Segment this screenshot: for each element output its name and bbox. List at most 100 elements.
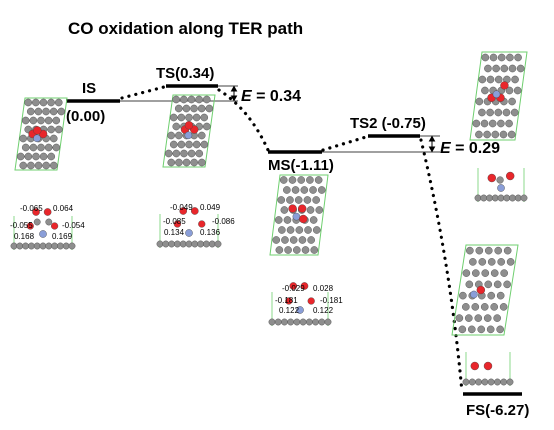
ms-top-view-carbon-atom <box>283 216 292 224</box>
ts2-top-view-carbon-atom <box>480 119 489 128</box>
ms-top-view-carbon-atom <box>309 216 318 224</box>
ts2-side-view-carbon-atom <box>520 194 528 202</box>
ms-top-view-carbon-atom <box>297 176 305 184</box>
is-side-view-carbon-atom <box>57 242 64 250</box>
fs-side-view-oxygen-atom <box>470 361 479 371</box>
fs-side-view-carbon-atom <box>475 378 482 386</box>
is-side-view-carbon-atom <box>62 242 70 250</box>
fs-top-view-carbon-atom <box>490 269 499 277</box>
ts2-side-view-carbon-atom <box>496 176 504 184</box>
fs-side-view-oxygen-atom <box>483 361 493 371</box>
ts-top-view-carbon-atom <box>203 122 211 131</box>
ts-top-view-carbon-atom <box>174 104 183 113</box>
ts-side-view-carbon-atom <box>173 240 181 248</box>
ms-top-view-carbon-atom <box>306 206 315 214</box>
fs-top-view-carbon-atom <box>462 269 471 277</box>
ms-top-view-carbon-atom <box>291 186 300 194</box>
ts2-top-view-carbon-atom <box>492 64 500 73</box>
is-side-view-carbon-atom <box>33 242 41 250</box>
ts-top-view-carbon-atom <box>195 149 204 158</box>
ts2-side-view-carbon-atom <box>503 194 511 202</box>
fs-top-view-carbon-atom <box>494 246 503 255</box>
is-top-view-carbon-atom <box>29 143 38 152</box>
ms-top-view-carbon-atom <box>288 176 297 184</box>
ms-side-view-carbon-atom <box>312 318 319 326</box>
is-top-view-carbon-atom <box>39 152 48 161</box>
fs-top-view-carbon-atom <box>480 303 489 311</box>
ts-side-view-carbon-atom <box>208 240 216 248</box>
ts2-top-view-carbon-atom <box>472 119 481 128</box>
ts2-top-view-carbon-atom <box>507 130 516 139</box>
fs-top-view-carbon-atom <box>474 314 483 322</box>
ms-top-view-carbon-atom <box>295 226 304 234</box>
ts2-top-view-carbon-atom <box>478 75 487 84</box>
ms-top-view-carbon-atom <box>278 226 286 234</box>
fs-top-view-carbon-atom <box>466 246 474 255</box>
is-top-view-carbon-atom <box>19 134 27 143</box>
ts2-side-view <box>474 168 528 202</box>
ts2-side-view-carbon-atom <box>474 194 482 202</box>
ms-top-view-carbon-atom <box>301 246 310 254</box>
fs-top-view-carbon-atom <box>469 258 477 266</box>
is-top-view <box>14 97 68 171</box>
is-side-view-carbon-atom <box>45 242 53 250</box>
ms-side-view-oxygen-atom <box>289 282 298 290</box>
ts-top-view-carbon-atom <box>205 104 214 113</box>
is-top-view-carbon-atom <box>32 98 40 107</box>
fs-side-view-carbon-atom <box>468 378 476 386</box>
is-side-view <box>10 208 76 250</box>
fs-top-view-carbon-atom <box>465 314 473 322</box>
is-top-view-carbon-atom <box>52 116 61 125</box>
ts-top-view-carbon-atom <box>198 158 206 167</box>
ts2-top-view-oxygen-atom <box>500 81 509 90</box>
fs-side-view <box>462 352 514 386</box>
ms-charge-m2: 0.122 <box>313 306 334 315</box>
ts-side-view-carbon-atom <box>156 240 164 248</box>
ts2-side-view-carbon-atom <box>514 194 522 202</box>
ts2-top-view-cell <box>469 51 528 141</box>
ms-side-view-carbon-atom <box>318 318 326 326</box>
is-top-view-carbon-atom <box>32 152 40 161</box>
fs-top-view-carbon-atom <box>458 325 467 334</box>
ts-top-view-carbon-atom <box>167 158 176 167</box>
is-top-view-carbon-atom <box>24 98 32 107</box>
ts-top-view-cell <box>162 94 216 168</box>
fs-top-view-carbon-atom <box>497 258 505 266</box>
ts2-top-view-carbon-atom <box>486 75 495 84</box>
ts-charge-c2: -0.086 <box>212 217 235 226</box>
fs-top-view-carbon-atom <box>465 280 474 289</box>
ts2-top-view-carbon-atom <box>511 75 519 84</box>
ms-top-view-carbon-atom <box>286 226 295 234</box>
ts2-top-view-carbon-atom <box>489 53 498 62</box>
ts-side-view-carbon-atom <box>202 240 210 248</box>
ts-top-view-carbon-atom <box>177 113 186 122</box>
ts-top-view-carbon-atom <box>190 104 198 113</box>
fs-top-view-carbon-atom <box>490 303 498 311</box>
fs-side-view-carbon-atom <box>481 378 489 386</box>
ms-top-view-carbon-atom <box>274 216 283 224</box>
ts-top-view-carbon-atom <box>192 140 201 149</box>
path-ts-to-ms <box>217 88 270 152</box>
is-top-view-carbon-atom <box>26 107 35 116</box>
ms-top-view-carbon-atom <box>272 236 281 244</box>
is-side-view-carbon-atom <box>22 242 29 250</box>
ts2-top-view-carbon-atom <box>488 119 497 128</box>
is-top-view-carbon-atom <box>34 107 43 116</box>
is-top-view-carbon-atom <box>47 98 55 107</box>
ms-charge-o2: 0.028 <box>313 284 334 293</box>
is-side-view-carbon-atom <box>10 242 18 250</box>
ms-side-view <box>268 282 332 326</box>
ms-top-view-carbon-atom <box>298 236 307 244</box>
is-charge-c2: -0.054 <box>62 221 85 230</box>
is-side-view-carbon-atom <box>51 242 58 250</box>
fs-top-view-oxygen-atom <box>476 285 486 295</box>
ts-top-view-carbon-atom <box>185 113 193 122</box>
ts2-top-view-carbon-atom <box>481 53 490 62</box>
is-top-view-carbon-atom <box>57 107 66 116</box>
ts2-top-view-carbon-atom <box>508 64 517 73</box>
ts-side-view-carbon-atom <box>168 240 176 248</box>
fs-top-view-carbon-atom <box>472 269 480 277</box>
ts-side-view-carbon-atom <box>191 240 199 248</box>
fs-top-view <box>451 244 519 336</box>
ms-top-view-oxygen-atom <box>288 204 297 213</box>
